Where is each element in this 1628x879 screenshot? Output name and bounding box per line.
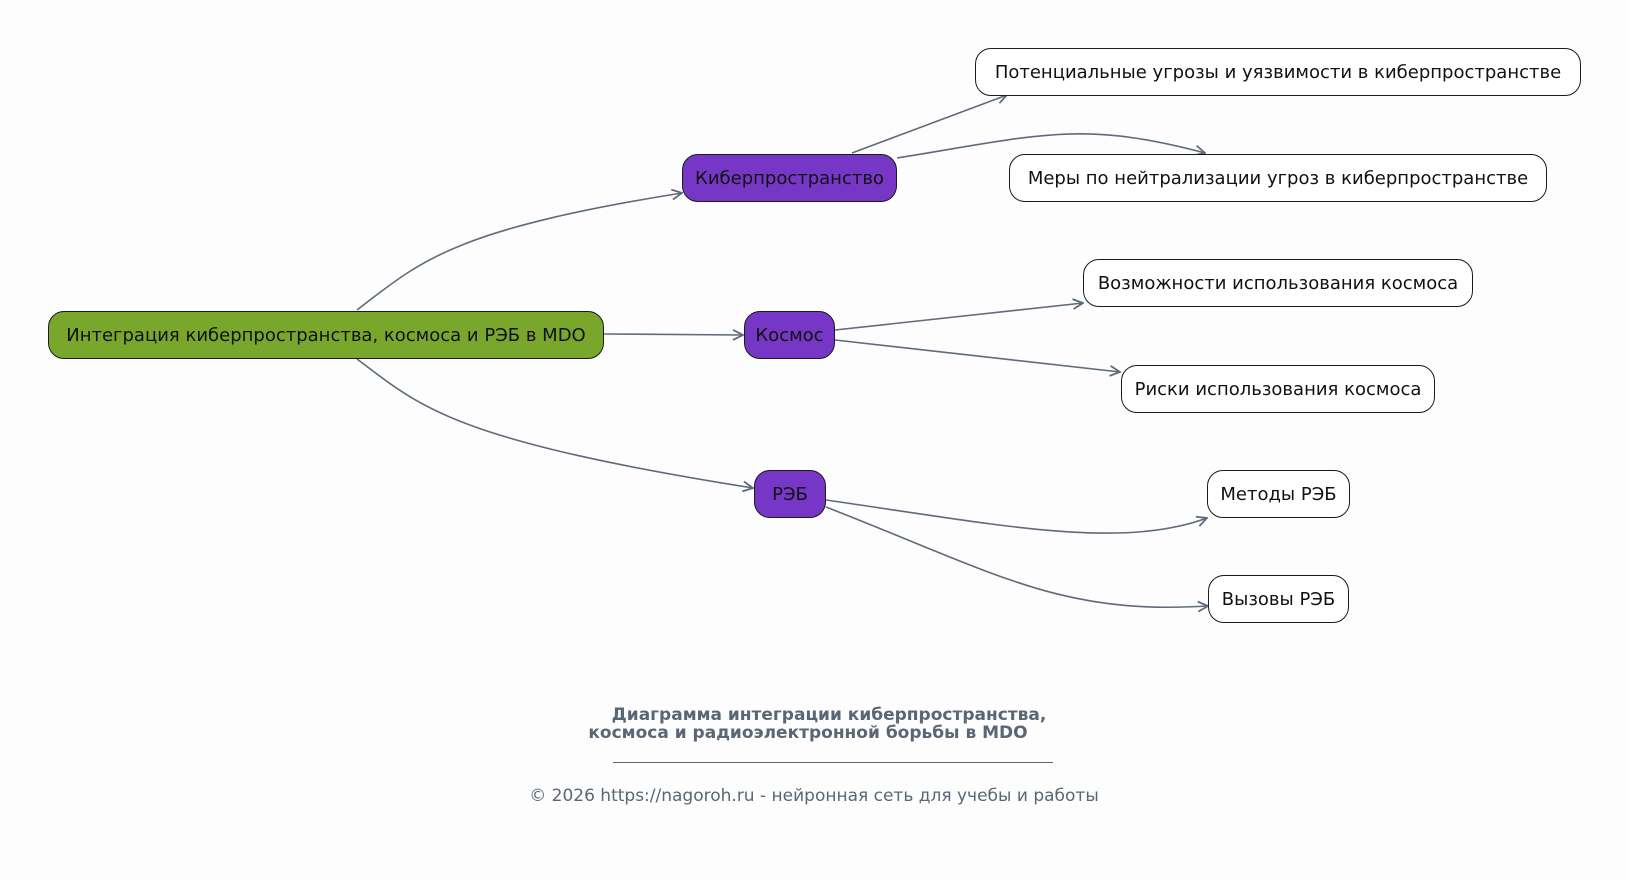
leaf-node-ew-methods[interactable]: Методы РЭБ: [1207, 470, 1350, 518]
category-node-label: Киберпространство: [695, 167, 884, 189]
edge-cyber-to-measures: [896, 133, 1205, 159]
category-node-label: РЭБ: [772, 483, 808, 505]
leaf-node-space-opportunities[interactable]: Возможности использования космоса: [1083, 259, 1473, 307]
leaf-node-label: Возможности использования космоса: [1097, 272, 1459, 294]
diagram-title-line-2: космоса и радиоэлектронной борьбы в MDO: [588, 723, 1028, 743]
edge-root-to-cyber: [356, 193, 682, 311]
category-node-label: Космос: [755, 324, 824, 346]
footer-copyright: © 2026 https://nagoroh.ru - нейронная се…: [529, 786, 1099, 806]
leaf-node-ew-challenges[interactable]: Вызовы РЭБ: [1208, 575, 1349, 623]
edge-space-to-opps: [834, 303, 1083, 331]
leaf-node-label: Риски использования космоса: [1134, 378, 1422, 400]
root-node[interactable]: Интеграция киберпространства, космоса и …: [48, 311, 604, 359]
leaf-node-label: Методы РЭБ: [1220, 483, 1337, 505]
leaf-node-space-risks[interactable]: Риски использования космоса: [1121, 365, 1435, 413]
leaf-node-label: Потенциальные угрозы и уязвимости в кибе…: [994, 61, 1562, 83]
category-node-ew[interactable]: РЭБ: [754, 470, 826, 518]
title-underline: [613, 762, 1053, 763]
leaf-node-label: Вызовы РЭБ: [1221, 588, 1336, 610]
edge-ew-to-methods: [825, 499, 1207, 534]
root-node-label: Интеграция киберпространства, космоса и …: [66, 324, 586, 346]
edge-root-to-ew: [356, 358, 753, 488]
edge-ew-to-challenges: [825, 506, 1208, 607]
diagram-title: Диаграмма интеграции киберпространства, …: [0, 706, 1628, 742]
leaf-node-label: Меры по нейтрализации угроз в киберпрост…: [1027, 167, 1529, 189]
edge-cyber-to-threats: [851, 95, 1007, 154]
category-node-space[interactable]: Космос: [744, 311, 835, 359]
leaf-node-cyber-threats[interactable]: Потенциальные угрозы и уязвимости в кибе…: [975, 48, 1581, 96]
diagram-title-line-1: Диаграмма интеграции киберпространства,: [611, 705, 1047, 725]
edge-space-to-risks: [834, 339, 1120, 372]
category-node-cyberspace[interactable]: Киберпространство: [682, 154, 897, 202]
edge-root-to-space: [603, 334, 743, 335]
leaf-node-cyber-measures[interactable]: Меры по нейтрализации угроз в киберпрост…: [1009, 154, 1547, 202]
